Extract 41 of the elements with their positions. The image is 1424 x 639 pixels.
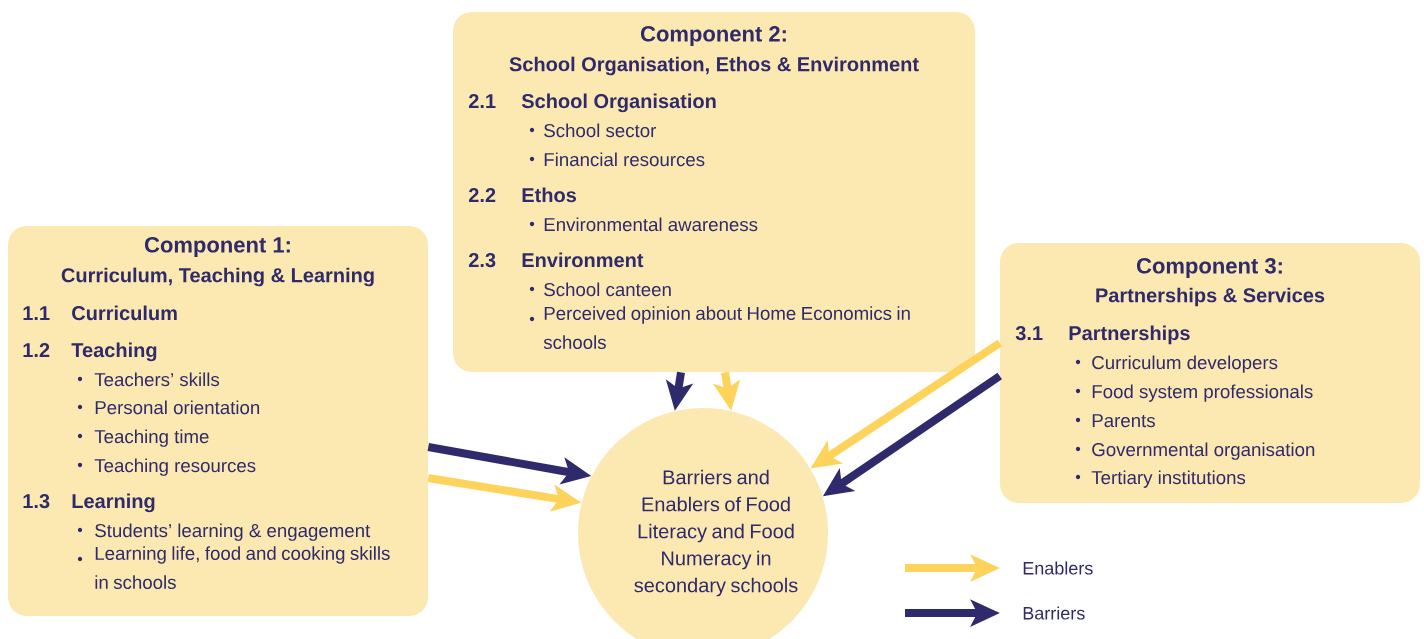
legend-label: Barriers: [1023, 606, 1085, 620]
section-title: Partnerships: [1069, 325, 1190, 345]
section-title: Learning: [72, 493, 155, 513]
bullet-item: Teaching time: [77, 429, 209, 447]
section-title: Ethos: [522, 187, 576, 203]
subheading: Partnerships & Services: [1096, 287, 1325, 307]
bullet-item: Food system professionals: [1075, 384, 1313, 402]
section-number: 2.3: [468, 253, 496, 268]
section-number: 1.2: [23, 343, 50, 357]
bullet-item: Parents: [1075, 414, 1155, 428]
section-number: 1.1: [23, 306, 50, 320]
bullet-item: Personal orientation: [77, 400, 260, 415]
bullet-item: Curriculum developers: [1075, 355, 1278, 373]
bullet-item: Teaching resources: [77, 458, 256, 476]
bullet-item: School sector: [529, 123, 657, 138]
bullet-item: Learning life, food and cooking skills in schools: [77, 546, 390, 589]
bullet-item: Environmental awareness: [529, 217, 758, 232]
bullet-item: Financial resources: [529, 152, 705, 167]
component-box: [8, 226, 428, 616]
bullet-item: Teachers’ skills: [77, 372, 220, 387]
section-number: 2.2: [468, 188, 496, 202]
component-box: [1000, 243, 1420, 503]
bullet-item: Perceived opinion about Home Economics in schools: [529, 306, 910, 349]
subheading: Curriculum, Teaching & Learning: [61, 267, 374, 287]
heading: Component 1:: [144, 237, 290, 257]
component-box: [453, 12, 975, 372]
section-number: 2.1: [468, 94, 496, 108]
heading: Component 2:: [640, 26, 786, 46]
section-number: 1.3: [23, 494, 50, 509]
bullet-item: Governmental organisation: [1075, 442, 1315, 460]
section-number: 3.1: [1015, 326, 1043, 341]
legend-label: Enablers: [1023, 561, 1093, 575]
heading: Component 3:: [1137, 258, 1282, 278]
section-title: Environment: [522, 252, 644, 268]
bullet-item: School canteen: [529, 282, 671, 297]
section-title: Teaching: [71, 342, 157, 362]
bullet-item: Tertiary institutions: [1075, 470, 1246, 488]
section-title: School Organisation: [521, 93, 716, 113]
subheading: School Organisation, Ethos & Environment: [509, 56, 919, 76]
section-title: Curriculum: [72, 305, 177, 321]
bullet-item: Students’ learning & engagement: [77, 523, 371, 541]
